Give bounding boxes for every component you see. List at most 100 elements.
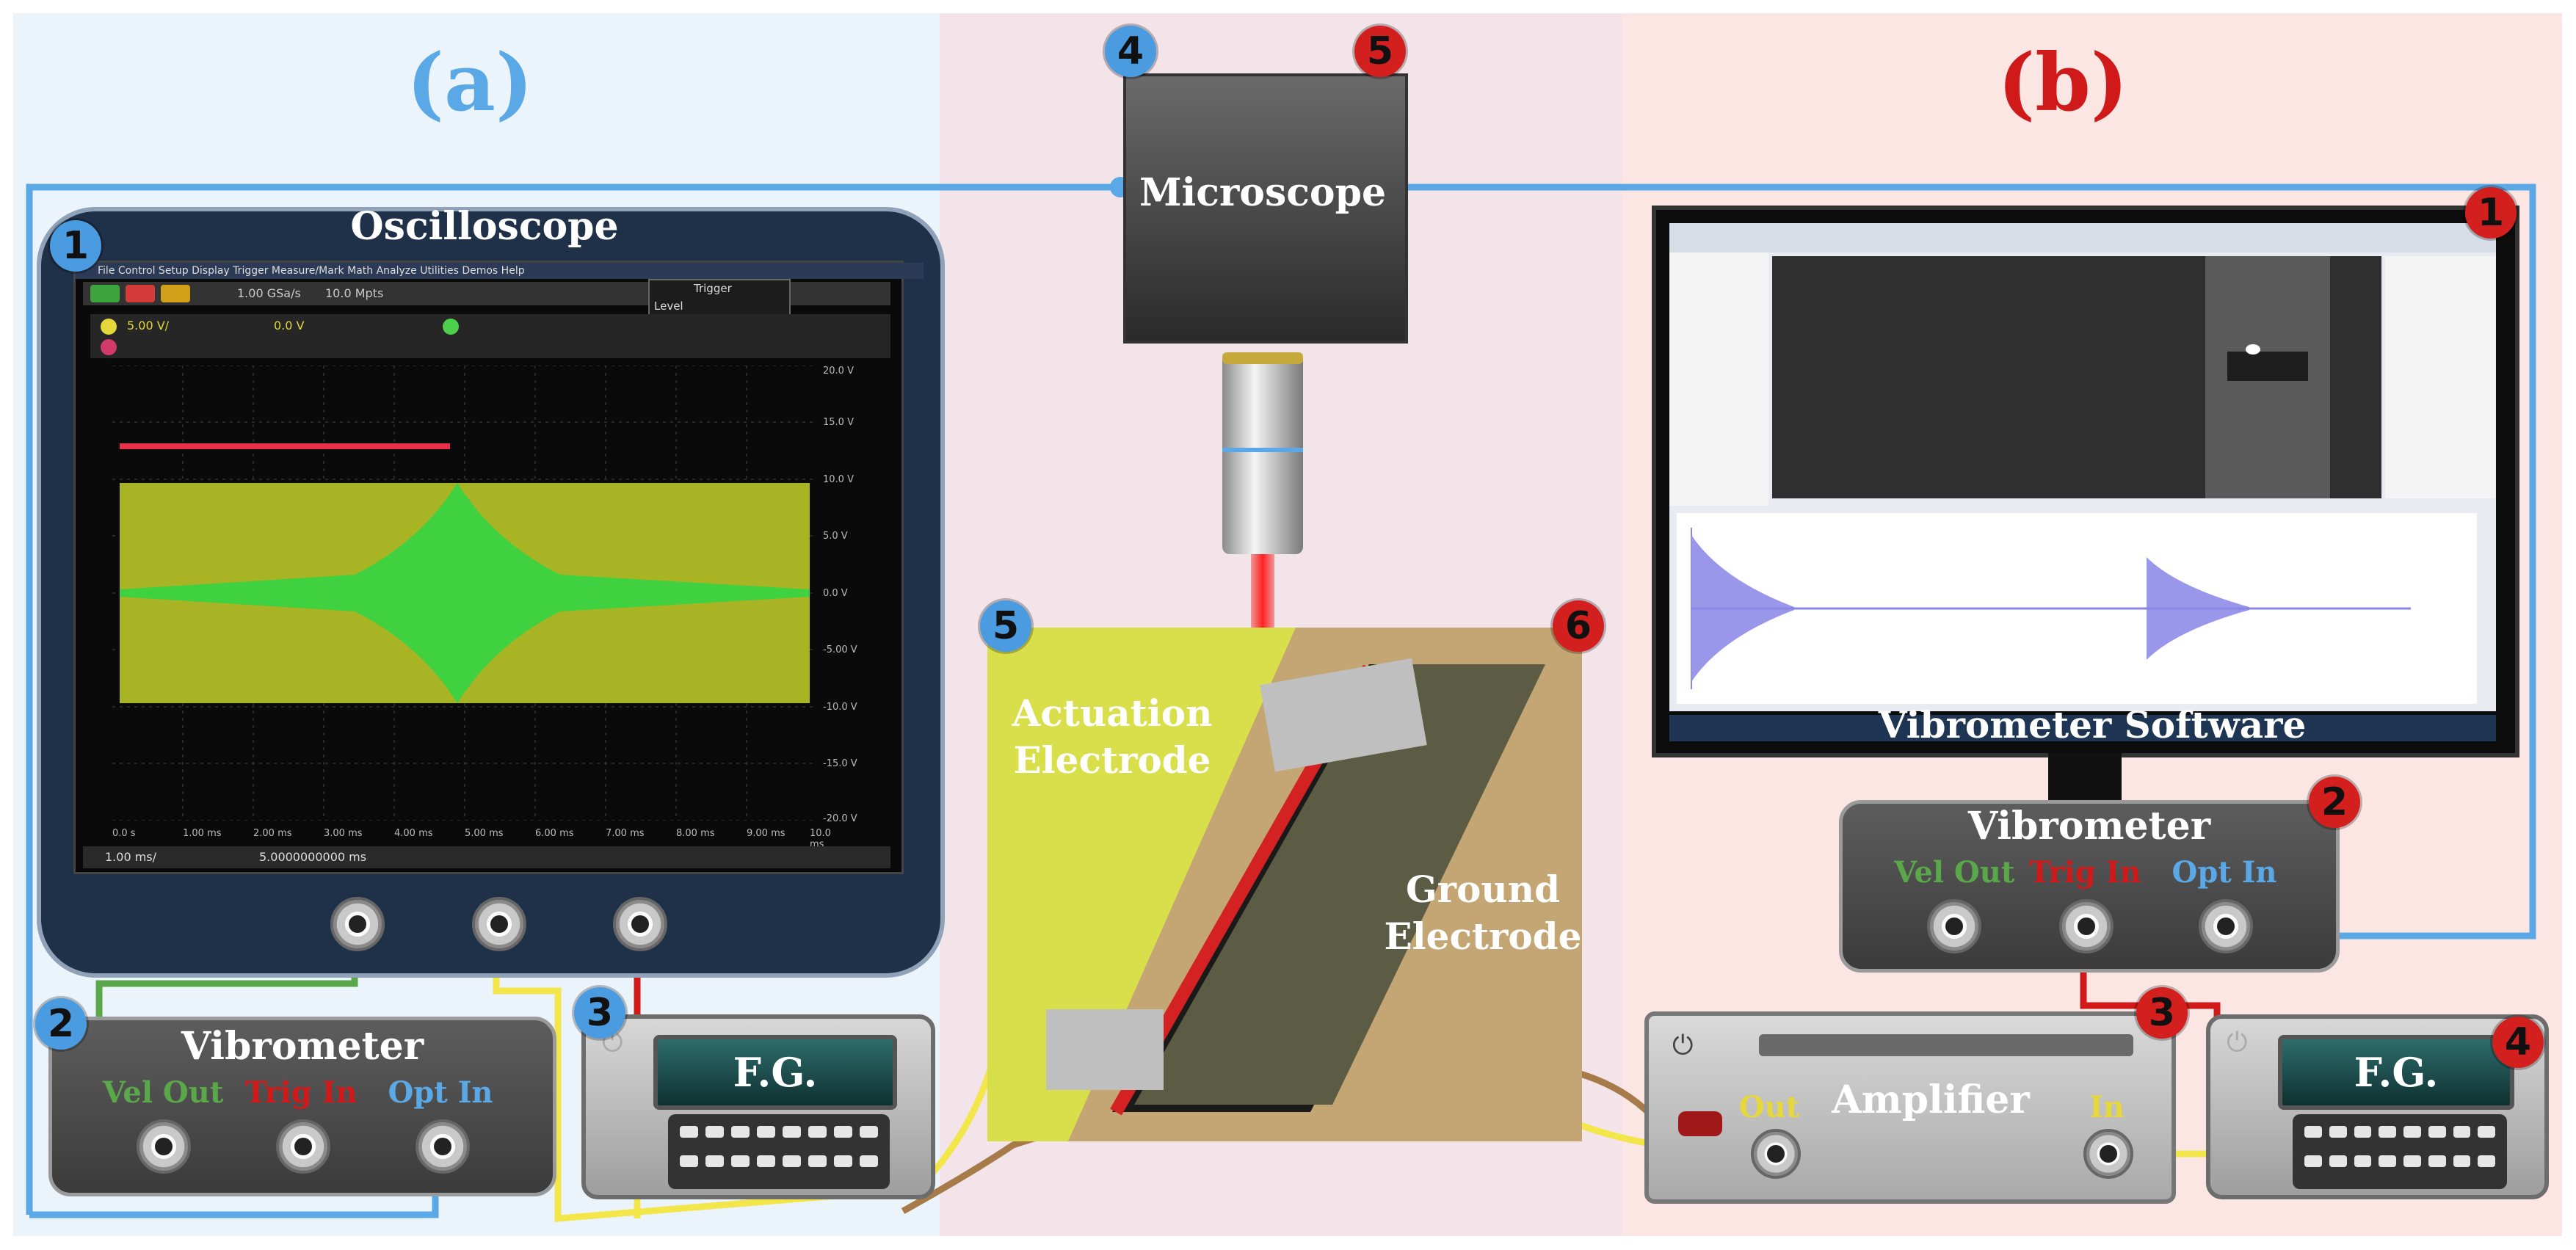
green-resonance-trace [120,483,810,703]
badge-sample-blue: 5 [980,600,1031,652]
vel-out-label-b: Vel Out [1894,855,2015,890]
timebase-value[interactable]: 1.00 ms/ [105,850,157,864]
tick-label: 10.0 V [823,474,854,485]
badge-fg-b: 4 [2492,1017,2544,1068]
function-generator-b: ⏻ F.G. [2206,1014,2549,1199]
software-toolbar[interactable] [1669,223,2496,252]
amplifier-body: ⏻ [1644,1011,2176,1204]
fg-a-keypad[interactable] [668,1114,890,1189]
vibration-signal-plot [1677,513,2477,704]
badge-microscope-red: 5 [1354,26,1406,77]
badge-oscilloscope: 1 [50,220,101,272]
tick-label: 9.00 ms [747,828,786,839]
optical-fiber-wire [26,183,2536,1215]
camera-view [1772,256,2381,498]
tick-label: 3.00 ms [324,828,363,839]
amplifier-display [1759,1034,2133,1056]
monitor-stand [2048,753,2122,804]
amplifier-title: Amplifier [1832,1078,2030,1122]
ground-electrode-label: Ground Electrode [1373,866,1593,960]
fg-b-keypad[interactable] [2293,1114,2507,1189]
tick-label: 8.00 ms [676,828,715,839]
time-axis-ticks: 0.0 s 1.00 ms 2.00 ms 3.00 ms 4.00 ms 5.… [112,828,846,850]
function-generator-a: ⏻ F.G. [581,1014,935,1199]
actuation-electrode-label: Actuation Electrode [991,690,1233,784]
software-right-panel[interactable] [2385,256,2495,498]
trig-in-jack[interactable] [276,1119,330,1174]
channel-1-indicator[interactable] [101,319,117,335]
memory-depth: 10.0 Mpts [325,286,384,300]
opt-in-label-b: Opt In [2172,855,2277,890]
oscilloscope-ch2-jack[interactable] [330,897,385,951]
opt-in-jack-b[interactable] [2199,899,2253,953]
oscilloscope-menu-bar[interactable]: File Control Setup Display Trigger Measu… [76,263,924,279]
monitor-caption: Vibrometer Software [1878,703,2307,746]
tick-label: 7.00 ms [606,828,645,839]
badge-fg-a: 3 [574,987,625,1039]
vel-out-jack-b[interactable] [1927,899,1981,953]
tick-label: -20.0 V [823,813,857,824]
amplifier-out-jack[interactable] [1751,1129,1801,1179]
trig-in-label: Trig In [244,1075,358,1110]
channel-1-offset[interactable]: 0.0 V [274,319,305,333]
oscilloscope-ch3-jack[interactable] [613,897,667,951]
ground-label-line1: Ground [1405,868,1561,911]
channel-controls: 5.00 V/ 0.0 V [90,314,890,358]
amplifier-in-label: In [2089,1090,2125,1124]
badge-vibrometer-a: 2 [35,998,87,1050]
microscope-label: Microscope [1139,170,1387,215]
tick-label: -10.0 V [823,702,857,713]
timebase-bar: 1.00 ms/ 5.0000000000 ms [83,846,890,868]
power-icon[interactable]: ⏻ [1672,1031,1694,1061]
tick-label: 5.0 V [823,531,848,542]
sample-image [987,628,1582,1141]
monitor-frame [1652,206,2519,757]
tick-label: 2.00 ms [253,828,292,839]
microscope-objective-icon [1222,352,1303,554]
channel-1-scale[interactable]: 5.00 V/ [127,319,170,333]
tick-label: 1.00 ms [183,828,222,839]
tick-label: 20.0 V [823,366,854,377]
trigger-level-label: Level [654,299,683,313]
trig-in-label-b: Trig In [2028,855,2141,890]
oscilloscope-ch1-jack[interactable] [472,897,526,951]
trig-in-jack-b[interactable] [2059,899,2114,953]
actuation-label-line1: Actuation [1012,691,1213,735]
tick-label: 6.00 ms [535,828,574,839]
opt-in-jack[interactable] [416,1119,470,1174]
tick-label: 0.0 V [823,588,848,599]
run-button[interactable] [90,285,120,302]
badge-amplifier: 3 [2136,987,2188,1039]
stop-button[interactable] [126,285,155,302]
channel-2-indicator[interactable] [443,319,459,335]
microscope-body [1123,73,1408,344]
software-sidebar[interactable] [1669,252,1768,506]
tick-label: 15.0 V [823,417,854,428]
amplifier-indicator [1678,1111,1722,1136]
oscilloscope-screen: File Control Setup Display Trigger Measu… [73,261,924,874]
panel-b-title: (b) [1998,37,2128,129]
tick-label: 5.00 ms [465,828,504,839]
amplifier-in-jack[interactable] [2083,1129,2133,1179]
waveform-plot [112,366,817,821]
power-icon[interactable]: ⏻ [2227,1028,2248,1058]
vel-out-jack[interactable] [137,1119,191,1174]
badge-microscope-blue: 4 [1105,26,1156,77]
opt-in-label: Opt In [388,1075,493,1110]
fg-b-display: F.G. [2278,1035,2514,1110]
channel-3-indicator[interactable] [101,339,117,355]
single-button[interactable] [161,285,190,302]
horizontal-position[interactable]: 5.0000000000 ms [259,850,367,864]
vibrometer-a-title: Vibrometer [181,1024,424,1069]
amplifier-out-label: Out [1738,1090,1800,1124]
fg-a-display: F.G. [653,1035,897,1110]
tick-label: 0.0 s [112,828,136,839]
badge-sample-red: 6 [1553,600,1604,652]
taskbar[interactable] [1669,715,2496,741]
oscilloscope-title: Oscilloscope [350,204,619,249]
panel-a-title: (a) [406,37,534,129]
tick-label: -15.0 V [823,758,857,769]
voltage-axis-ticks: 20.0 V 15.0 V 10.0 V 5.0 V 0.0 V -5.00 V… [823,366,896,835]
sample-rate: 1.00 GSa/s [237,286,301,300]
tick-label: 4.00 ms [394,828,433,839]
